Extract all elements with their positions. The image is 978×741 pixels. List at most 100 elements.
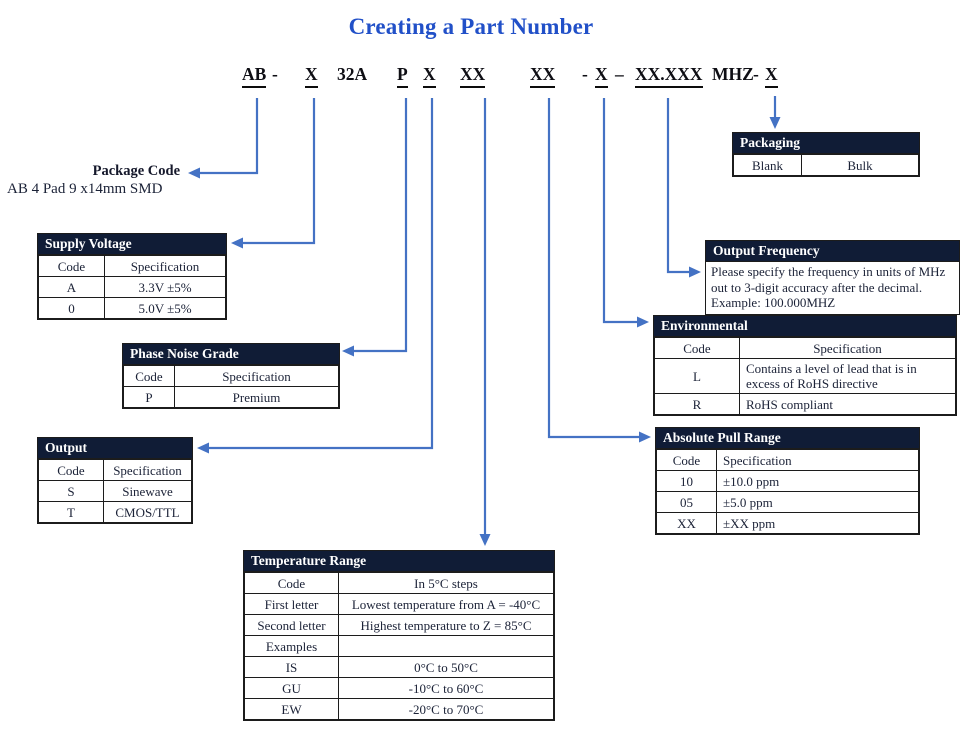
code-cell: 10 — [656, 470, 717, 492]
output-frequency-note: Please specify the frequency in units of… — [706, 262, 959, 314]
package-code-label: Package Code — [92, 163, 180, 179]
code-cell: EW — [244, 698, 339, 720]
arrow-p-to-phase-noise — [354, 98, 408, 353]
code-cell: 0 — [38, 297, 105, 319]
spec-cell: CMOS/TTL — [103, 501, 192, 523]
supply-voltage-grid: Code Specification A 3.3V ±5% 0 5.0V ±5% — [38, 255, 226, 319]
code-cell: IS — [244, 656, 339, 678]
arrowhead-left-icon — [188, 167, 200, 179]
arrowhead-left-icon — [342, 345, 354, 357]
arrow-xxxxx-to-output-frequency — [666, 98, 689, 274]
pn-segment-packaging: X — [765, 64, 778, 88]
pn-segment-supply-voltage: X — [305, 64, 318, 88]
temperature-range-grid: Code In 5°C steps First letter Lowest te… — [244, 572, 554, 720]
supply-voltage-table: Supply Voltage Code Specification A 3.3V… — [37, 233, 227, 320]
spec-cell: Sinewave — [103, 480, 192, 502]
spec-cell — [338, 635, 554, 657]
code-cell: First letter — [244, 593, 339, 615]
code-cell: Code — [244, 572, 339, 594]
page-title: Creating a Part Number — [348, 14, 594, 39]
spec-cell: -10°C to 60°C — [338, 677, 554, 699]
code-cell: Second letter — [244, 614, 339, 636]
environmental-table: Environmental Code Specification L Conta… — [653, 315, 957, 416]
pn-segment-environmental: X — [595, 64, 608, 88]
code-cell: Examples — [244, 635, 339, 657]
output-title: Output — [38, 438, 192, 459]
pn-segment-output: X — [423, 64, 436, 88]
spec-cell: Contains a level of lead that is in exce… — [739, 358, 956, 394]
spec-cell: 0°C to 50°C — [338, 656, 554, 678]
code-cell: R — [654, 393, 740, 415]
pn-segment-phase-noise: P — [397, 64, 408, 88]
arrowhead-left-icon — [231, 237, 243, 249]
code-cell: S — [38, 480, 104, 502]
arrow-ab-to-package-code — [200, 98, 259, 175]
spec-cell: Premium — [174, 386, 339, 408]
arrow-xx-to-absolute-pull-range — [547, 98, 639, 439]
col-header-specification: Specification — [103, 459, 192, 481]
code-cell: 05 — [656, 491, 717, 513]
pn-dash: - — [753, 64, 759, 84]
spec-cell: Bulk — [801, 154, 919, 176]
temperature-range-table: Temperature Range Code In 5°C steps Firs… — [243, 550, 555, 721]
arrowhead-right-icon — [637, 316, 649, 328]
phase-noise-grade-table: Phase Noise Grade Code Specification P P… — [122, 343, 340, 409]
col-header-specification: Specification — [716, 449, 919, 471]
code-cell: P — [123, 386, 175, 408]
arrow-x-to-supply-voltage — [243, 98, 316, 245]
spec-cell: 5.0V ±5% — [104, 297, 226, 319]
col-header-code: Code — [123, 365, 175, 387]
col-header-code: Code — [656, 449, 717, 471]
spec-cell: ±XX ppm — [716, 512, 919, 534]
environmental-title: Environmental — [654, 316, 956, 337]
spec-cell: ±10.0 ppm — [716, 470, 919, 492]
arrowhead-right-icon — [689, 266, 701, 278]
phase-noise-grade-title: Phase Noise Grade — [123, 344, 339, 365]
part-number-format: AB - X 32A P X XX XX - X – XX.XXX MHZ - … — [0, 64, 978, 94]
col-header-specification: Specification — [174, 365, 339, 387]
pn-segment-series: 32A — [337, 64, 368, 84]
absolute-pull-range-table: Absolute Pull Range Code Specification 1… — [655, 427, 920, 535]
pn-dash: - — [582, 64, 588, 84]
spec-cell: Lowest temperature from A = -40°C — [338, 593, 554, 615]
code-cell: T — [38, 501, 104, 523]
spec-cell: In 5°C steps — [338, 572, 554, 594]
code-cell: Blank — [733, 154, 802, 176]
pn-dash: – — [615, 64, 624, 84]
packaging-table: Packaging Blank Bulk — [732, 132, 920, 177]
arrowhead-right-icon — [639, 431, 651, 443]
pn-segment-frequency: XX.XXX — [635, 64, 703, 88]
packaging-grid: Blank Bulk — [733, 154, 919, 176]
output-frequency-box: Output Frequency Please specify the freq… — [705, 240, 960, 315]
temperature-range-title: Temperature Range — [244, 551, 554, 572]
spec-cell: Highest temperature to Z = 85°C — [338, 614, 554, 636]
spec-cell: ±5.0 ppm — [716, 491, 919, 513]
col-header-specification: Specification — [104, 255, 226, 277]
output-frequency-note-text: Please specify the frequency in units of… — [711, 264, 946, 295]
pn-dash: - — [272, 64, 278, 84]
col-header-code: Code — [38, 459, 104, 481]
spec-cell: -20°C to 70°C — [338, 698, 554, 720]
absolute-pull-range-grid: Code Specification 10 ±10.0 ppm 05 ±5.0 … — [656, 449, 919, 534]
absolute-pull-range-title: Absolute Pull Range — [656, 428, 919, 449]
spec-cell: 3.3V ±5% — [104, 276, 226, 298]
code-cell: XX — [656, 512, 717, 534]
environmental-grid: Code Specification L Contains a level of… — [654, 337, 956, 415]
code-cell: GU — [244, 677, 339, 699]
col-header-code: Code — [38, 255, 105, 277]
package-code-description: AB 4 Pad 9 x14mm SMD — [7, 181, 163, 197]
phase-noise-grade-grid: Code Specification P Premium — [123, 365, 339, 408]
spec-cell: RoHS compliant — [739, 393, 956, 415]
col-header-specification: Specification — [739, 337, 956, 359]
code-cell: A — [38, 276, 105, 298]
arrowhead-down-icon — [479, 534, 491, 546]
arrow-x-to-environmental — [602, 98, 637, 324]
output-grid: Code Specification S Sinewave T CMOS/TTL — [38, 459, 192, 523]
output-table: Output Code Specification S Sinewave T C… — [37, 437, 193, 524]
pn-segment-temperature: XX — [460, 64, 486, 88]
output-frequency-title: Output Frequency — [706, 241, 959, 262]
code-cell: L — [654, 358, 740, 394]
arrow-x-to-output — [209, 98, 434, 450]
